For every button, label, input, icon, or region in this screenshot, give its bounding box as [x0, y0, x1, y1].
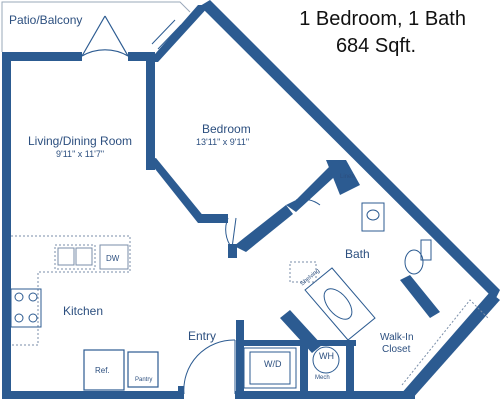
patio-door[interactable] — [81, 15, 129, 57]
closet-label-line2: Closet — [382, 344, 411, 355]
pantry-label: Pantry — [135, 377, 152, 383]
bedroom-door[interactable] — [225, 217, 237, 249]
kitchen-label: Kitchen — [63, 304, 103, 318]
patio-outline — [1, 1, 191, 52]
patio-label: Patio/Balcony — [9, 13, 82, 27]
linen-label: Linen — [340, 174, 355, 180]
mech-label: Mech — [315, 375, 330, 381]
living-label: Living/Dining Room — [28, 134, 132, 148]
pantry-box — [127, 351, 159, 388]
unit-area-label: 684 Sqft. — [335, 35, 416, 57]
shelving-box — [289, 261, 317, 283]
entry-label: Entry — [188, 329, 216, 343]
bath-label: Bath — [345, 247, 370, 261]
dw-label: DW — [106, 254, 120, 263]
bath-door[interactable] — [295, 198, 321, 206]
ref-label: Ref. — [95, 366, 110, 375]
wh-label: WH — [319, 351, 334, 361]
entry-door[interactable] — [183, 339, 236, 395]
bedroom-label: Bedroom — [202, 122, 251, 136]
bedroom-window — [151, 19, 182, 50]
fridge-box — [83, 349, 125, 391]
shelving-label: Shelving — [300, 268, 321, 287]
wh-circle — [312, 346, 340, 374]
dishwasher-box — [99, 244, 129, 270]
living-dimensions: 9'11" x 11'7" — [56, 149, 104, 159]
wd-box — [243, 347, 297, 389]
wd-label: W/D — [264, 359, 282, 369]
cooktop — [10, 288, 42, 328]
bath-fixtures — [304, 202, 432, 341]
kitchen-cabinets — [11, 235, 131, 346]
closet-label-line1: Walk-In — [380, 332, 414, 343]
closet-shelf — [401, 299, 489, 386]
bedroom-dimensions: 13'11" x 9'11" — [196, 137, 249, 147]
unit-type-title: 1 Bedroom, 1 Bath — [299, 8, 466, 30]
